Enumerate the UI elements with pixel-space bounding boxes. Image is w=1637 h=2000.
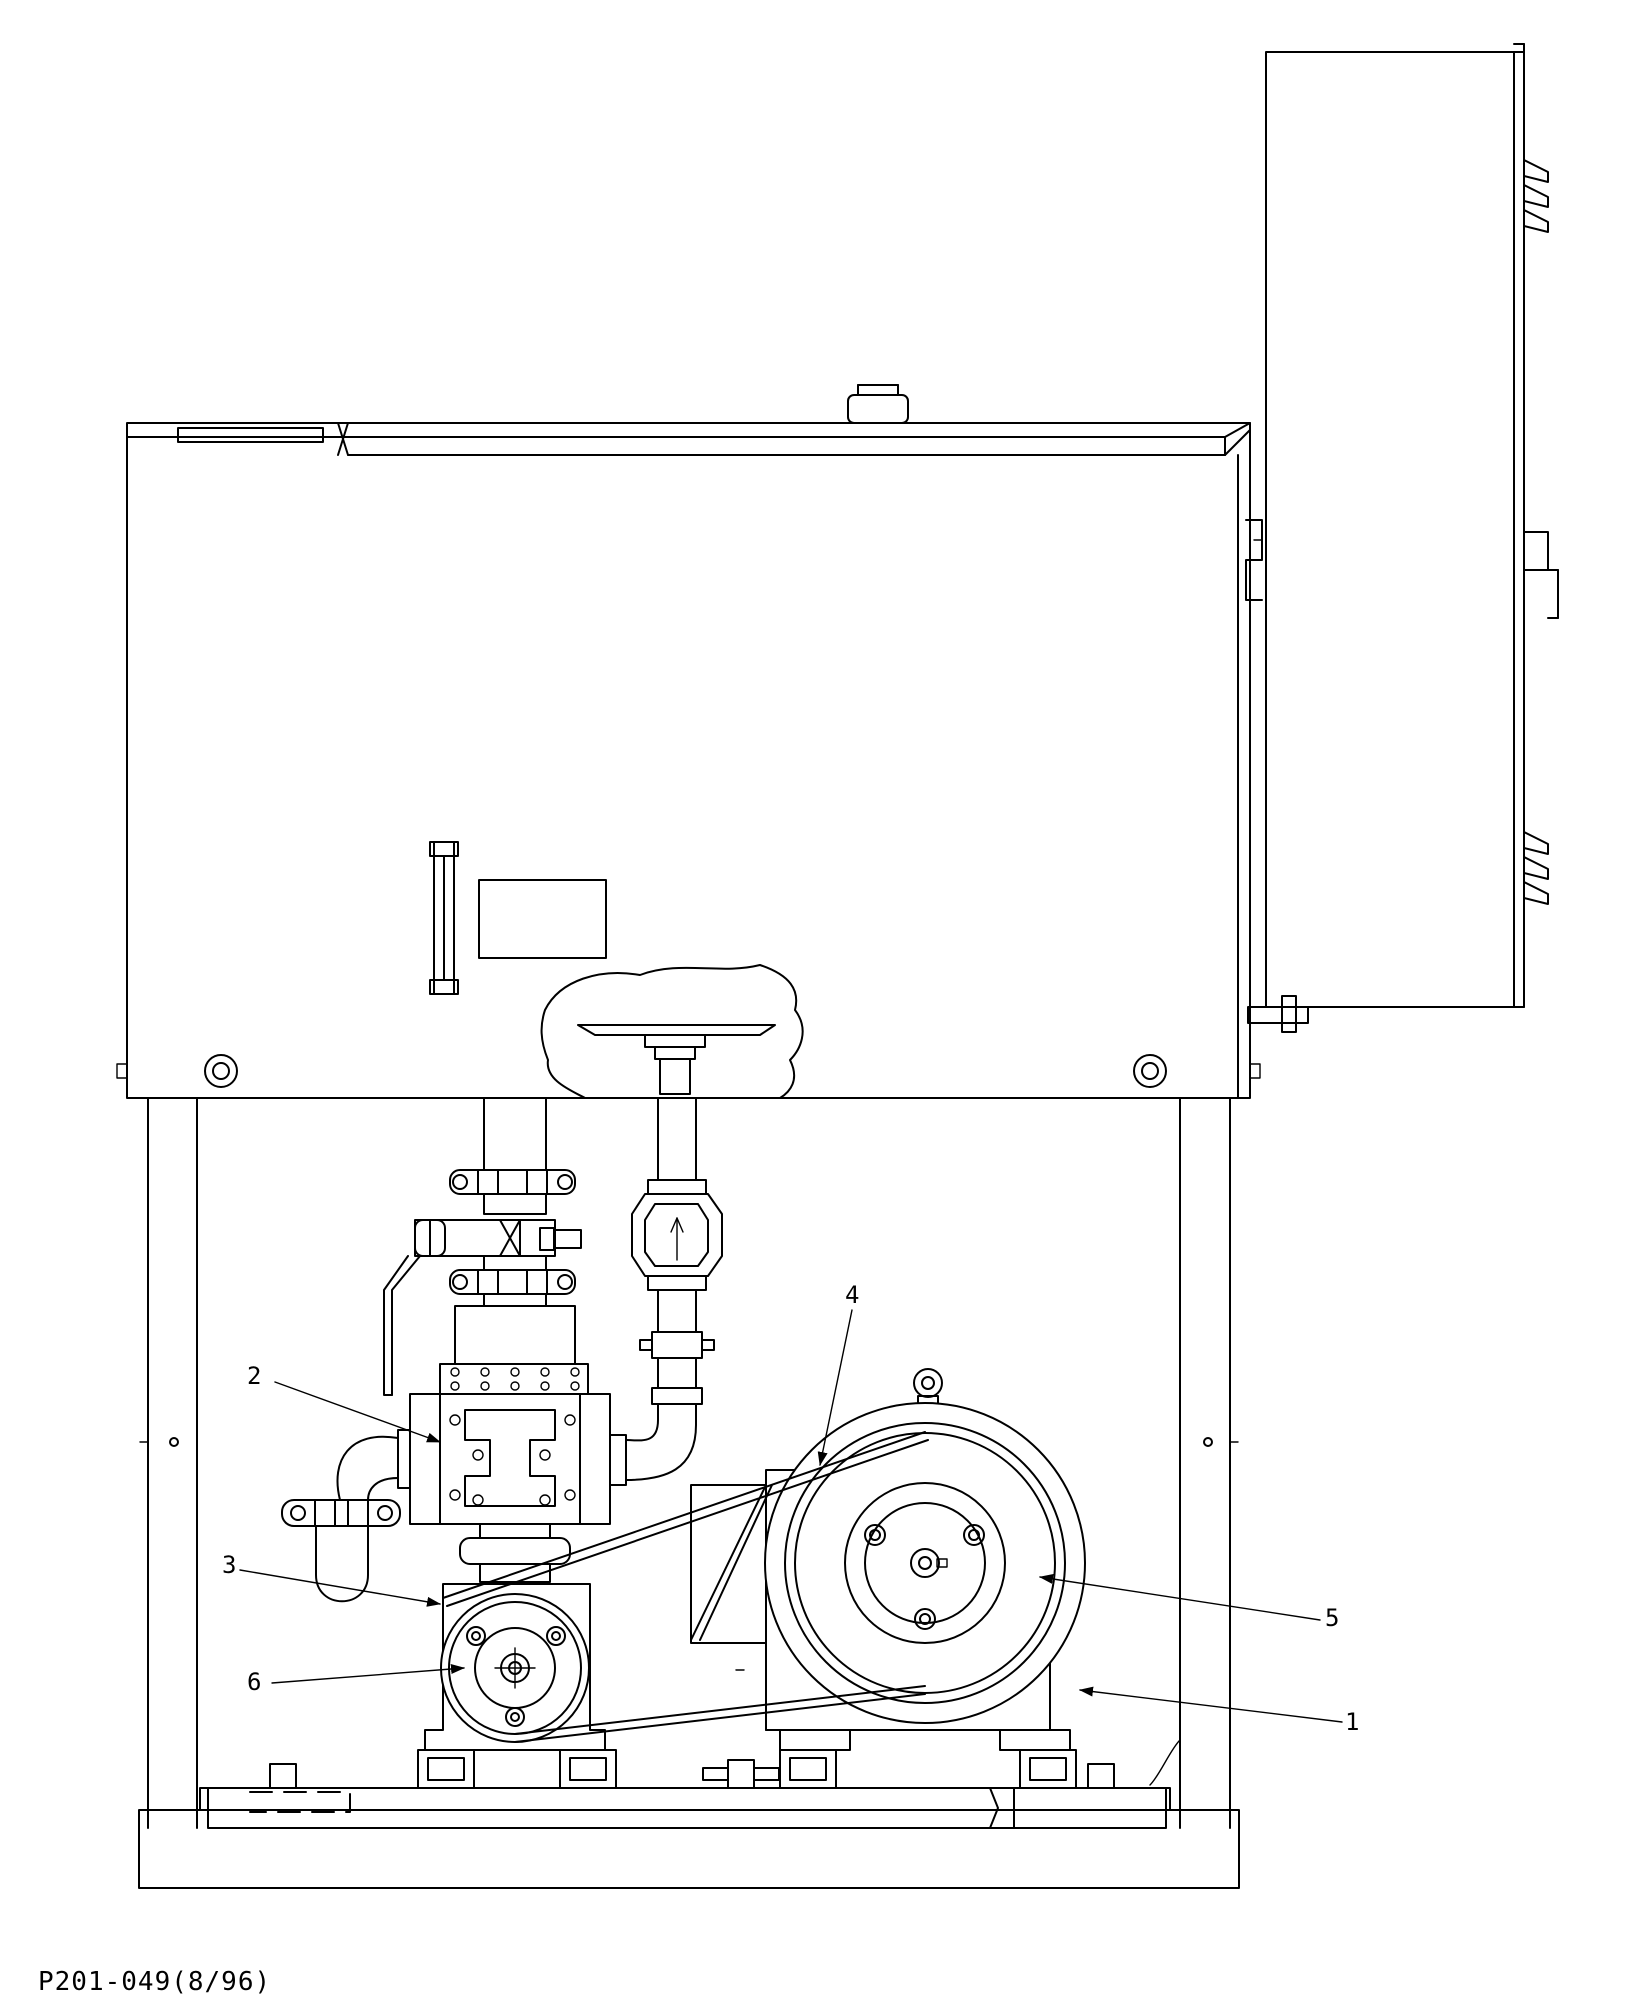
callout-3: 3 (222, 1551, 236, 1579)
callout-leaders (239, 1309, 1343, 1723)
mounting-feet (269, 1739, 1181, 1789)
callout-labels: 1 2 3 4 5 6 (222, 1281, 1359, 1736)
electric-motor (690, 1368, 1086, 1751)
callout-6: 6 (247, 1668, 261, 1696)
stand-frame (138, 1097, 1240, 1889)
pump-body (397, 1305, 627, 1583)
callout-2: 2 (247, 1362, 261, 1390)
pump-pulley-assembly (424, 1583, 606, 1751)
control-box (1245, 43, 1559, 1033)
reservoir-tank (116, 384, 1261, 1099)
callout-4: 4 (845, 1281, 859, 1309)
suction-piping (383, 1097, 582, 1396)
pump-bolts-top (450, 1367, 580, 1391)
return-piping (625, 1097, 723, 1481)
v-belt (442, 1431, 929, 1743)
drawing-code: P201-049(8/96) (38, 1967, 271, 1997)
callout-5: 5 (1325, 1604, 1339, 1632)
callout-1: 1 (1345, 1708, 1359, 1736)
side-pipe-loop (281, 1435, 401, 1603)
